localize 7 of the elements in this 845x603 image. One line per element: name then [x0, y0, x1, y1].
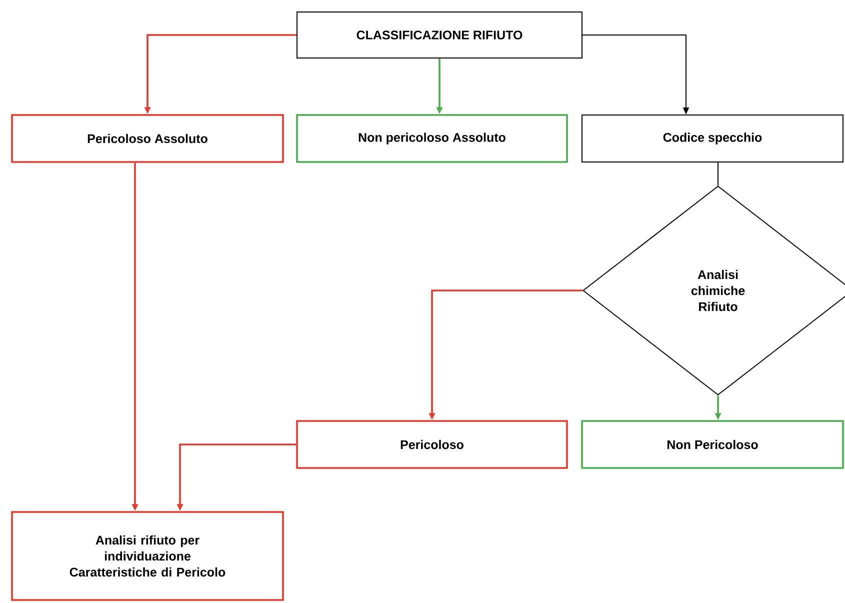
process-box: Non pericoloso Assoluto: [296, 114, 568, 163]
process-box: Codice specchio: [582, 114, 844, 162]
process-box: Non Pericoloso: [581, 420, 844, 469]
process-box: Pericoloso Assoluto: [11, 114, 284, 163]
process-box: Analisi rifiuto per individuazione Caratteristiche di Pericolo: [11, 511, 284, 601]
process-box: Pericoloso: [296, 420, 568, 469]
process-box: CLASSIFICAZIONE RIFIUTO: [296, 12, 582, 58]
